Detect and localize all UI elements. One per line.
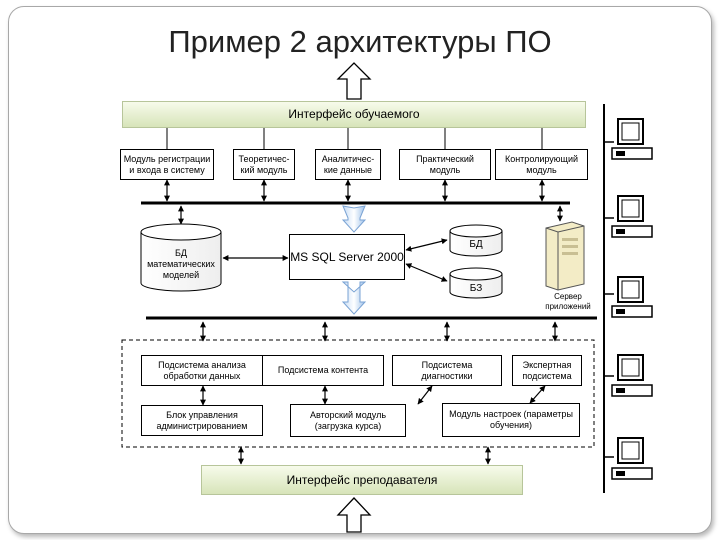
blue-arrow-lower	[341, 281, 367, 315]
computer-icon-4	[604, 354, 653, 397]
top-connectors	[166, 128, 543, 149]
db-math-label: БД математических моделей	[147, 248, 215, 280]
student-interface-bar: Интерфейс обучаемого	[122, 101, 586, 128]
module-bus-arrows	[164, 179, 563, 465]
module-authoring: Авторский модуль (загрузка курса)	[290, 404, 406, 437]
blue-arrow-upper	[341, 205, 367, 233]
subsystem-content: Подсистема контента	[262, 355, 384, 386]
module-control: Контролирующий модуль	[495, 149, 588, 180]
computer-icon-3	[604, 276, 653, 318]
module-practice: Практический модуль	[399, 149, 491, 180]
teacher-interface-label: Интерфейс преподавателя	[286, 473, 438, 487]
mssql-server: MS SQL Server 2000	[289, 234, 405, 280]
module-settings: Модуль настроек (параметры обучения)	[442, 403, 580, 437]
db-math-cylinder	[140, 223, 222, 292]
computer-icon-5	[604, 437, 653, 480]
server-label: Сервер приложений	[545, 292, 591, 311]
teacher-interface-bar: Интерфейс преподавателя	[201, 465, 523, 495]
module-theory: Теоретичес-кий модуль	[233, 149, 295, 180]
module-analytics: Аналитичес-кие данные	[315, 149, 381, 180]
block-administration: Блок управления администрированием	[141, 405, 263, 436]
subsystem-analysis: Подсистема анализа обработки данных	[141, 355, 263, 386]
subsystem-diagnostics: Подсистема диагностики	[392, 355, 502, 386]
subsystem-expert: Экспертная подсистема	[512, 355, 582, 386]
input-arrow-bottom	[336, 497, 372, 533]
slide-title: Пример 2 архитектуры ПО	[168, 24, 552, 59]
server-icon	[545, 221, 585, 291]
db-cylinder	[449, 224, 503, 257]
computer-icon-2	[604, 195, 653, 238]
lower-dashed-container	[121, 339, 595, 448]
input-arrow-top	[336, 62, 372, 100]
kb-cylinder	[449, 267, 503, 299]
db-label: БД	[469, 239, 483, 250]
computer-icon-1	[604, 118, 653, 160]
kb-label: БЗ	[469, 283, 483, 294]
student-interface-label: Интерфейс обучаемого	[288, 107, 420, 121]
module-registration: Модуль регистрации и входа в систему	[120, 149, 214, 180]
